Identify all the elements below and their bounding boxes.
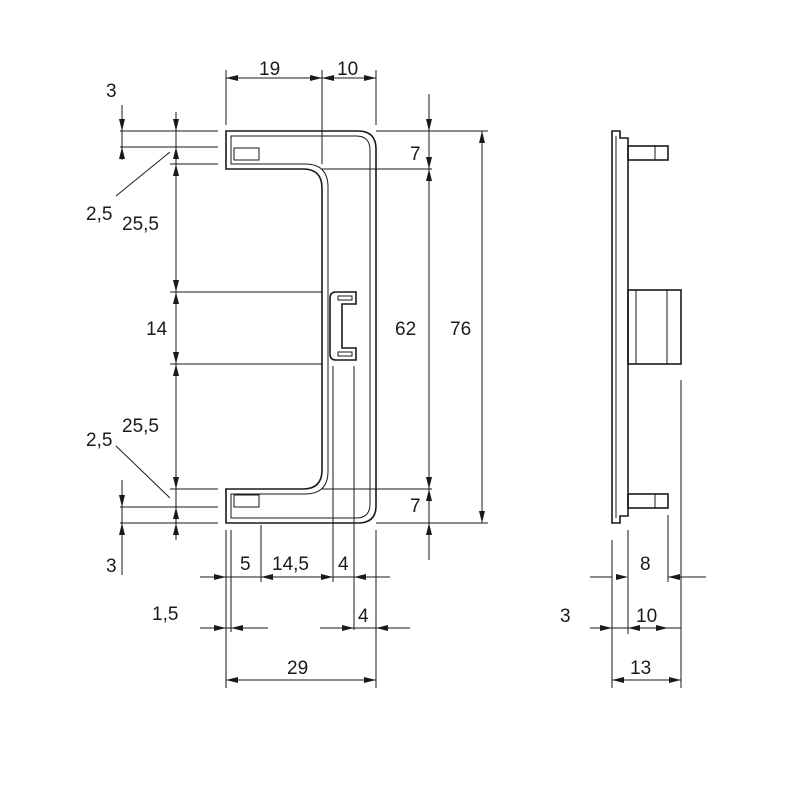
clip-outer-outline (225, 130, 377, 524)
side-dimension-lines (590, 380, 706, 688)
front-arrowheads (119, 75, 485, 683)
side-latch-block (627, 289, 682, 365)
dim-bottom-1-5: 1,5 (152, 604, 178, 625)
dim-right-7-bottom: 7 (410, 496, 421, 517)
dim-bottom-29: 29 (287, 658, 308, 679)
dim-span-25-5-top: 25,5 (122, 214, 159, 235)
top-slot (233, 147, 260, 161)
dim-bottom-5: 5 (240, 554, 251, 575)
dim-center-14: 14 (146, 319, 168, 340)
clip-inner-outline (230, 135, 371, 519)
dim-bottom-offset-3: 3 (106, 556, 117, 577)
dim-bottom-4-outer: 4 (358, 606, 369, 627)
side-top-pin (627, 145, 669, 161)
side-bottom-pin (627, 493, 669, 509)
dim-side-3: 3 (560, 606, 571, 627)
dim-bottom-14-5: 14,5 (272, 554, 309, 575)
bottom-slot (233, 494, 260, 508)
dim-side-10: 10 (636, 606, 657, 627)
dim-span-25-5-bottom: 25,5 (122, 416, 159, 437)
dim-right-7-top: 7 (410, 144, 421, 165)
side-plate (611, 130, 629, 524)
center-latch (329, 291, 357, 361)
dim-gap-2-5-top: 2,5 (86, 204, 112, 225)
dim-top-19: 19 (259, 59, 280, 80)
dim-gap-2-5-bottom: 2,5 (86, 430, 112, 451)
front-view (225, 130, 377, 630)
front-dimension-lines (115, 70, 488, 688)
dim-top-10: 10 (337, 59, 358, 80)
dim-right-62: 62 (395, 319, 416, 340)
dim-right-76: 76 (450, 319, 471, 340)
dim-side-13: 13 (630, 658, 651, 679)
center-latch-inner (337, 295, 353, 357)
side-arrowheads (600, 574, 681, 683)
dim-bottom-4-inner: 4 (338, 554, 349, 575)
front-dimension-labels: 19 10 3 2,5 25,5 14 2,5 25,5 3 7 62 76 7… (86, 59, 471, 679)
dim-side-8: 8 (640, 554, 651, 575)
dim-top-offset-3: 3 (106, 81, 117, 102)
side-view (611, 130, 682, 524)
side-dimension-labels: 8 3 10 13 (560, 554, 657, 679)
